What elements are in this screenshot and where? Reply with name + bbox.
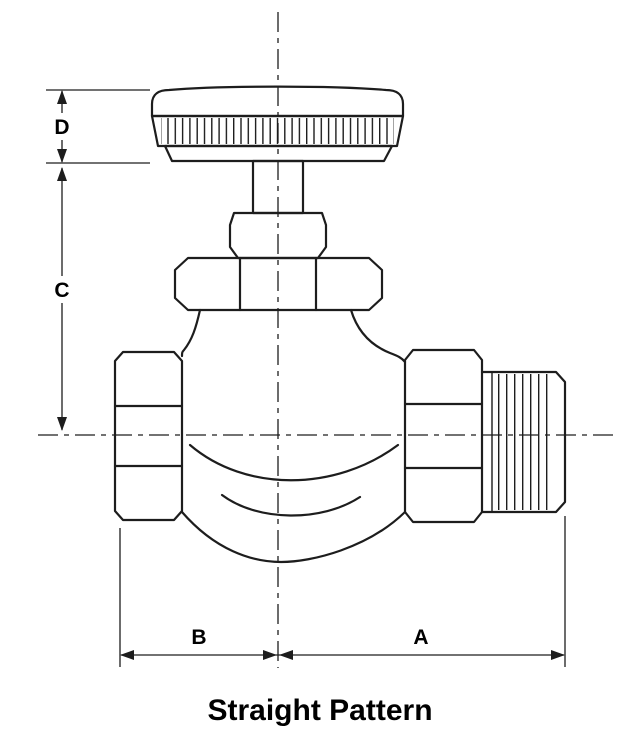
body-inner-arc-lower — [220, 493, 362, 517]
thread-outline — [480, 370, 567, 514]
dim-c-arrow-down — [57, 417, 67, 431]
dim-a-arrow-left — [279, 650, 293, 660]
right-nut-outline — [403, 348, 484, 524]
left-union-nut — [113, 350, 184, 522]
bonnet-hex-outline — [173, 256, 384, 312]
dim-d-label: D — [54, 116, 69, 139]
dim-d-label-bg — [51, 113, 73, 140]
dimension-d: D — [46, 89, 150, 164]
dim-a-arrow-right — [551, 650, 565, 660]
dim-c-label-bg — [51, 276, 73, 303]
body-inner-arc-upper — [188, 443, 400, 482]
body-left-shoulder — [180, 308, 202, 358]
dim-c-label: C — [54, 279, 69, 302]
dimension-c: C — [51, 167, 73, 431]
dimension-b-a: B A — [119, 516, 566, 667]
diagram-caption: Straight Pattern — [207, 694, 432, 727]
dim-b-label: B — [191, 626, 206, 649]
handwheel-lip — [163, 144, 394, 163]
handwheel — [150, 85, 405, 163]
dim-b-arrow-right — [263, 650, 277, 660]
body-right-shoulder — [349, 308, 407, 364]
valve-body — [180, 308, 407, 564]
handwheel-cap — [150, 85, 405, 118]
bonnet-hex-nut — [173, 256, 384, 312]
dim-a-label: A — [413, 626, 428, 649]
dim-c-arrow-up — [57, 167, 67, 181]
threaded-end — [480, 370, 567, 514]
body-bottom — [180, 510, 407, 564]
right-union-nut — [403, 348, 484, 524]
dim-d-arrow-down — [57, 149, 67, 163]
thread-lines — [497, 374, 554, 510]
handwheel-knurl-ticks — [161, 118, 394, 144]
dim-b-arrow-left — [120, 650, 134, 660]
dim-d-arrow-up — [57, 90, 67, 104]
handwheel-knurl-band — [150, 114, 405, 148]
left-nut-outline — [113, 350, 184, 522]
